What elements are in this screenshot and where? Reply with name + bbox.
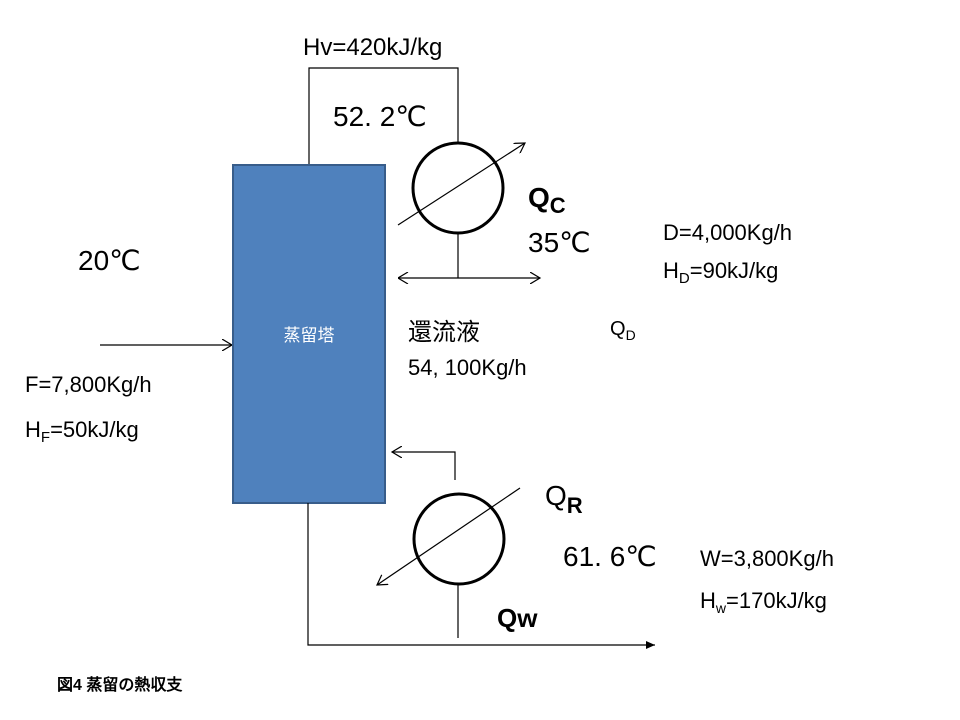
feed-flow: F=7,800Kg/h <box>25 372 152 397</box>
bottoms-line <box>307 503 655 649</box>
vapor-line <box>308 67 459 165</box>
feed-temperature: 20℃ <box>78 245 141 276</box>
vapor-temperature: 52. 2℃ <box>333 101 427 132</box>
reboiler-heat-arrow <box>377 487 521 585</box>
condensate-temperature: 35℃ <box>528 227 591 258</box>
figure-caption: 図4 蒸留の熱収支 <box>57 675 183 694</box>
column-label: 蒸留塔 <box>284 326 335 345</box>
reboiler-duty: QR <box>545 480 583 518</box>
reflux-label: 還流液 <box>408 319 480 346</box>
bottoms-heat: Qw <box>497 603 538 633</box>
condenser-symbol <box>411 141 505 235</box>
condenser-coolant-arrow <box>397 143 525 226</box>
bottoms-flow: W=3,800Kg/h <box>700 546 834 571</box>
bottoms-enthalpy: Hw=170kJ/kg <box>700 588 827 616</box>
distillate-enthalpy: HD=90kJ/kg <box>663 258 778 287</box>
distillate-heat: QD <box>610 318 636 343</box>
feed-enthalpy: HF=50kJ/kg <box>25 417 139 446</box>
distillate-flow: D=4,000Kg/h <box>663 220 792 245</box>
vapor-enthalpy: Hv=420kJ/kg <box>303 34 442 61</box>
reboiler-symbol <box>412 492 506 586</box>
distillation-column <box>232 164 386 504</box>
reflux-flow: 54, 100Kg/h <box>408 355 527 380</box>
bottoms-temperature: 61. 6℃ <box>563 541 657 572</box>
condenser-duty: QC <box>528 182 566 218</box>
reboiler-return-line <box>392 452 456 480</box>
